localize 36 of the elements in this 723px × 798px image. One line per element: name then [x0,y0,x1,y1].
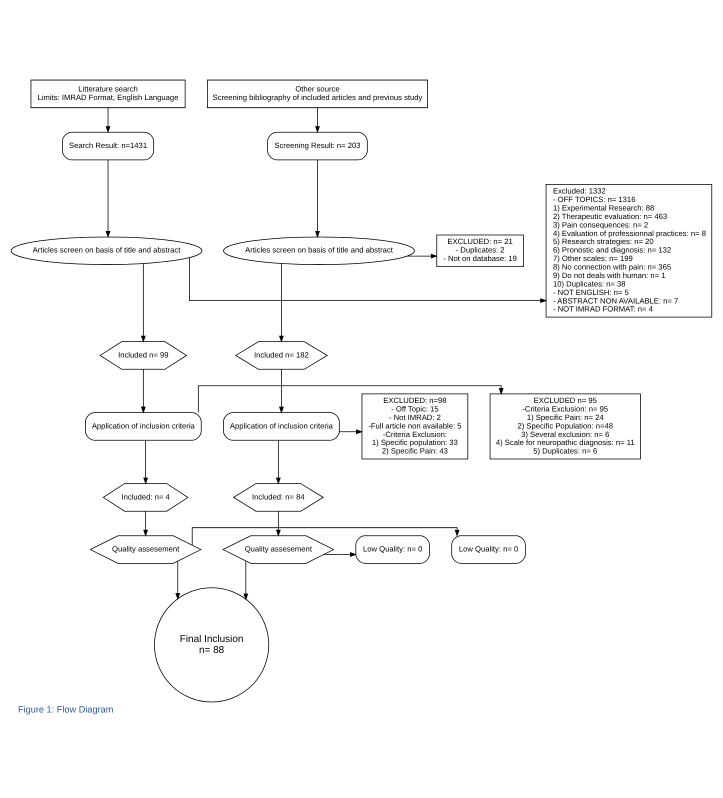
arrow [323,552,357,557]
node-ellipse: Articles screen on basis of title and abstract [223,236,415,265]
node-box: Low Quality: n= 0 [451,535,526,564]
node-box: Other source Screening bibliography of included articles and previous study [207,80,428,108]
arrow [140,369,146,414]
arrow [315,160,320,238]
arrow [339,429,363,434]
arrow [315,107,320,134]
arrow [106,160,110,238]
node-box: EXCLUDED n= 95 -Criteria Exclusion: n= 95 1) Specific Pain: n= 24 2) Specific Population: n=48 3) Several exclusion: n= 6 4) Scale for neuropathic diagnosis: n= 11 5) Duplicates: n= 6 [490,393,641,460]
arrow [243,560,248,600]
arrow [140,263,146,343]
node-box: Excluded: 1332 - OFF TOPICS: n= 1316 1) Experimental Research: 88 2) Therapeutic evaluation: n= 463 3) Pain consequences: n= 2 4) Evaluation of professionnal practices: n= 8 5) Research strategies: n= 20 6) Pronostic and diagnosis: n= 132 7) Other scales: n= 199 8) No connection with pain: n= 365 9) Do not deals with human: n= 1 10) Duplicates: n= 38 - NOT ENGLISH: n= 5 - ABSTRACT NON AVAILABLE: n= 7 - NOT IMRAD FORMAT: n= 4 [546,184,712,318]
arrow [276,440,281,485]
arrow [279,369,284,414]
arrow [143,510,148,537]
node-ellipse: Articles screen on basis of title and abstract [10,236,202,265]
arrow [406,254,438,259]
node-circle: Final Inclusion n= 88 [154,587,270,702]
arrow [143,440,148,485]
arrow [198,385,504,413]
node-box: Search Result: n=1431 [62,132,154,160]
arrow [276,510,281,537]
node-box: EXCLUDED: n= 21 - Duplicates: 2 - Not on database: 19 [436,234,524,267]
arrow [175,560,180,600]
node-box: Screening Result: n= 203 [267,132,368,160]
arrow [279,263,284,343]
node-box: Application of inclusion criteria [85,412,202,441]
node-box: Application of inclusion criteria [223,412,340,441]
arrow [192,527,460,546]
arrow [106,107,110,134]
node-box: EXCLUDED: n=98 - Off Topic: 15 - Not IMRAD: 2 -Full article non available: 5 -Criteria Exclusion: 1) Specific population: 33 2) Specific Pain: 43 [362,393,468,460]
caption: Figure 1: Flow Diagram [18,704,114,714]
node-box: Low Quality: n= 0 [355,535,430,564]
arrow [189,257,548,304]
node-box: Litterature search Limits: IMRAD Format, English Language [30,80,186,108]
